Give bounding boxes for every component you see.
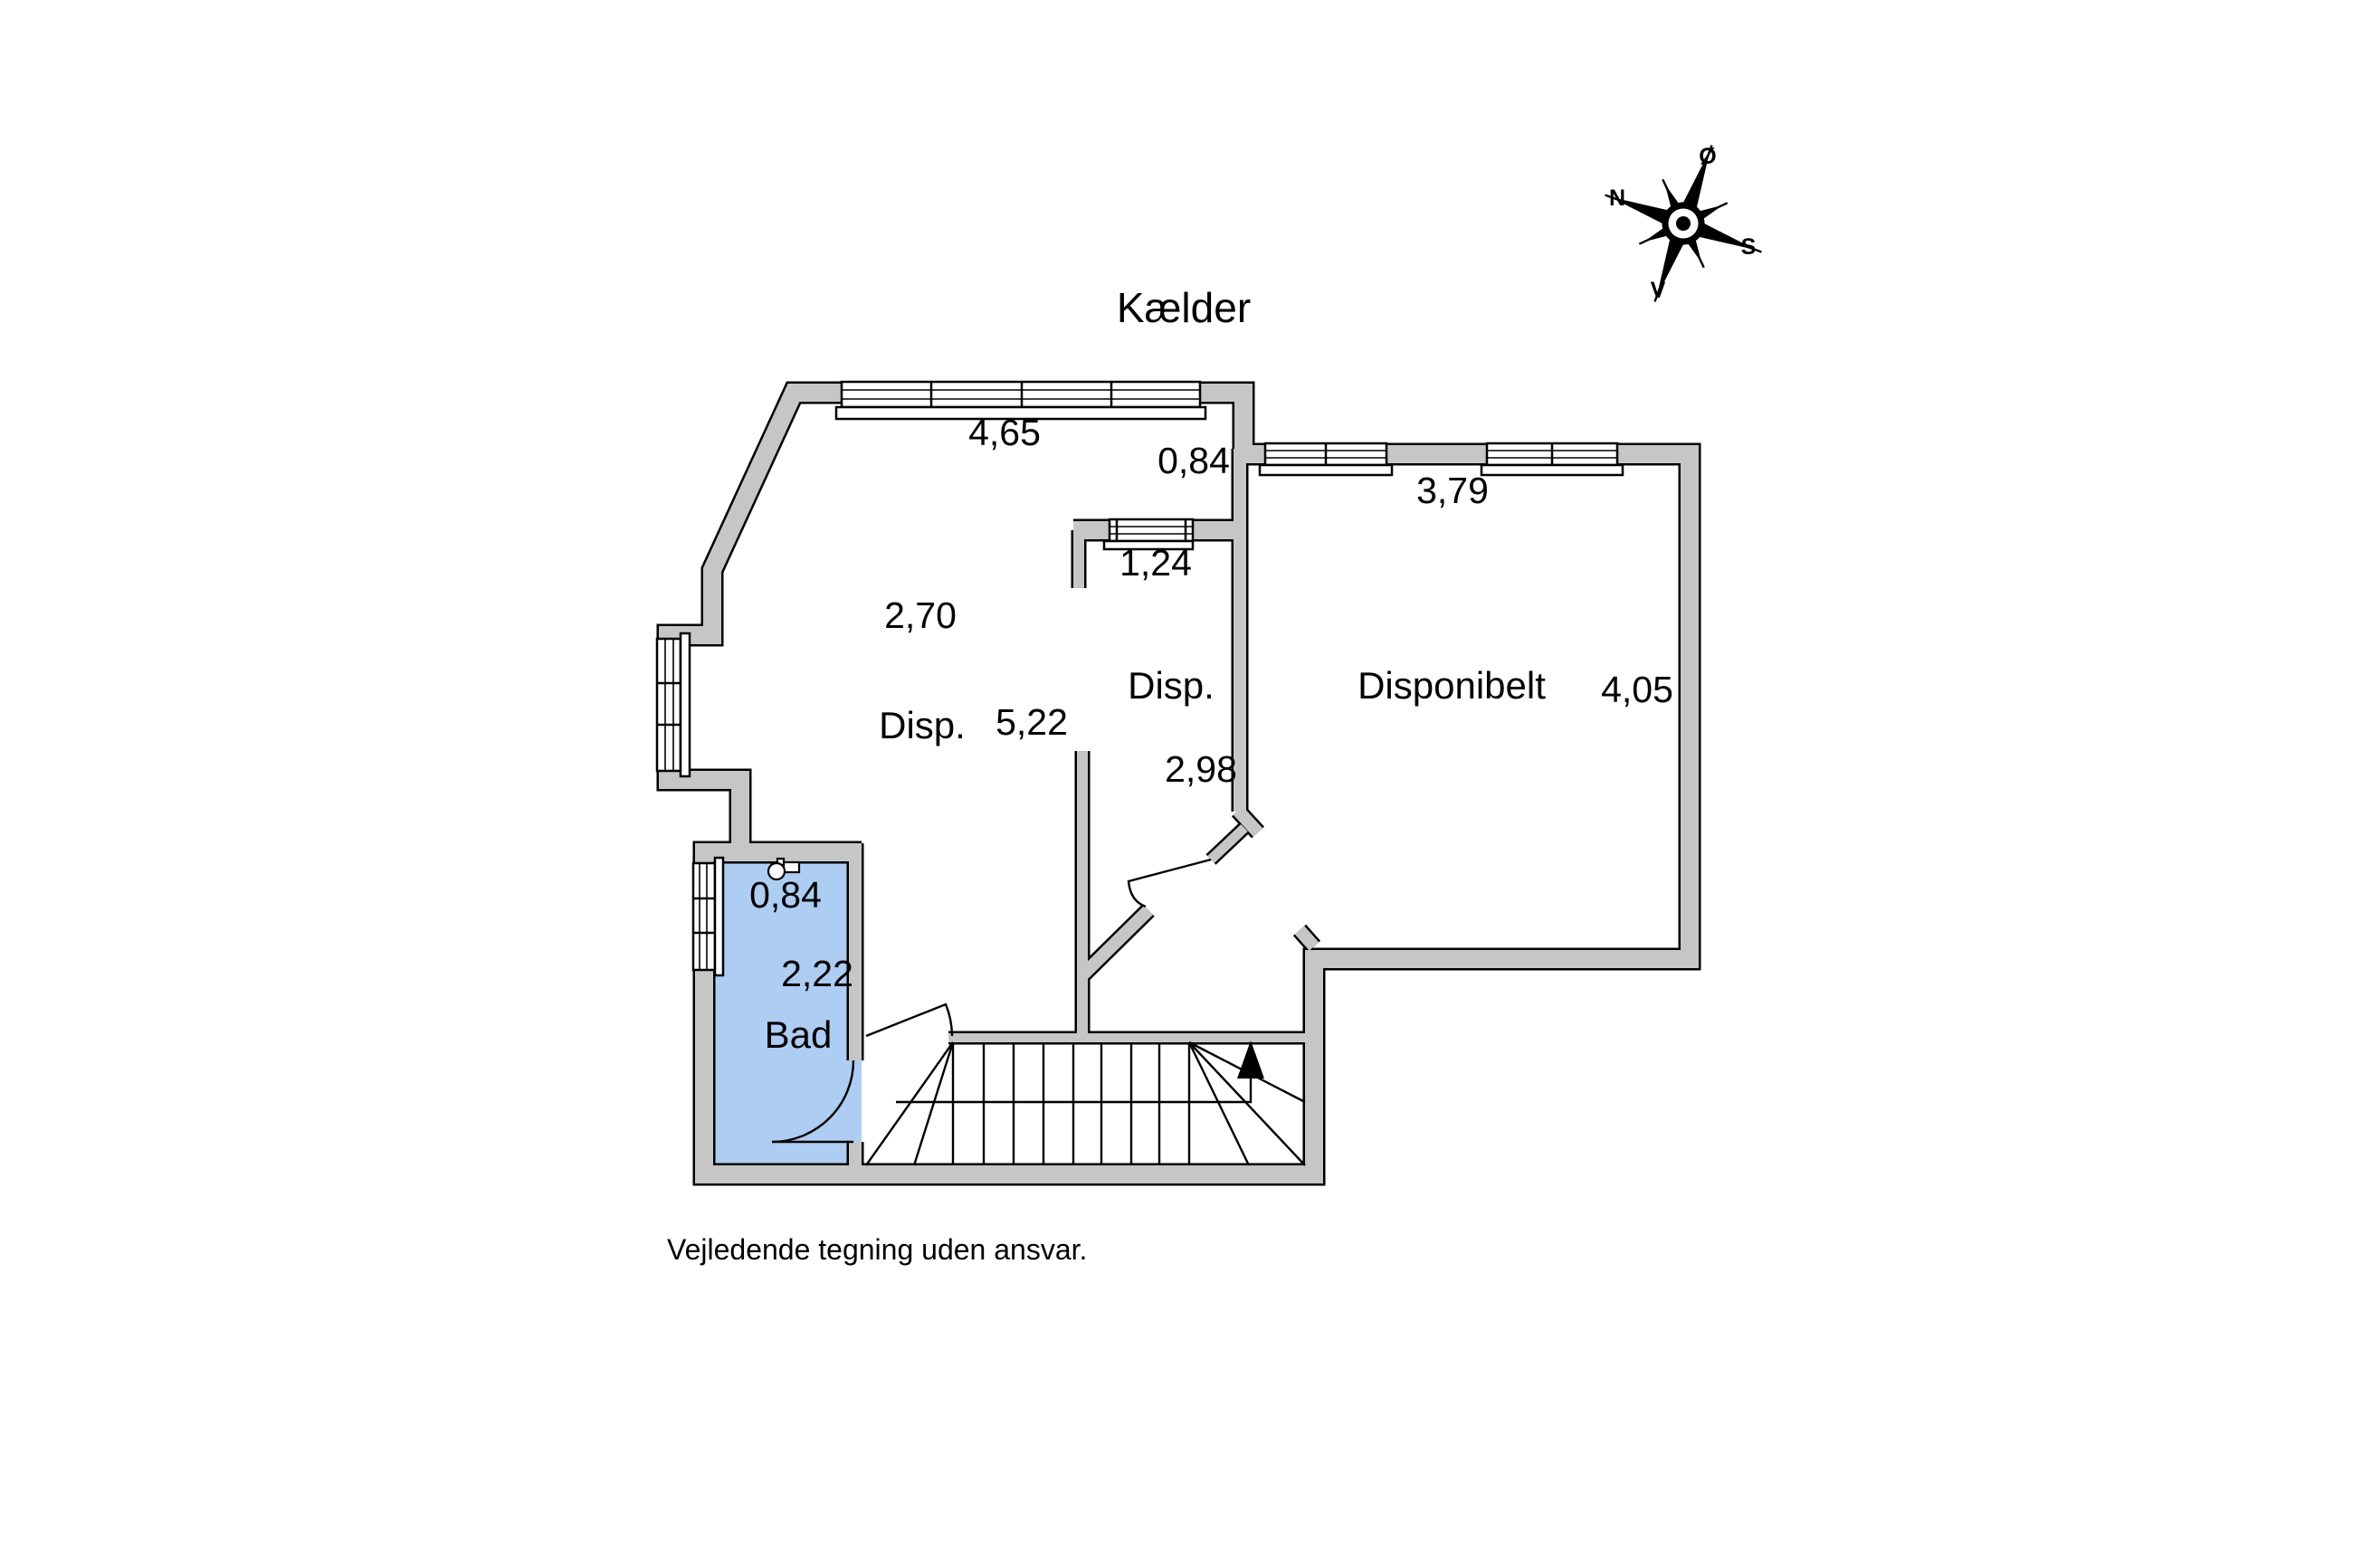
compass-icon: N Ø S V [1605, 144, 1762, 303]
bathroom-floor [713, 861, 862, 1165]
door-hall-swing [1127, 858, 1212, 908]
compass-south-label: S [1741, 234, 1757, 260]
window-left-disp [655, 632, 691, 778]
stair-walk-line [896, 1079, 1253, 1104]
stair-direction [896, 1041, 1264, 1104]
room-label-disponibelt: Disponibelt [1358, 664, 1546, 707]
dim-opening-084: 0,84 [1157, 440, 1230, 481]
compass-north-label: N [1609, 185, 1625, 211]
door-bath [771, 1060, 855, 1144]
window-right-a [1258, 442, 1394, 477]
compass-east-label: Ø [1699, 144, 1716, 169]
dim-window-124: 1,24 [1119, 542, 1192, 584]
dim-window-465: 4,65 [968, 412, 1041, 453]
dim-alcove-270: 2,70 [884, 594, 957, 636]
stairs [865, 1041, 1306, 1166]
stair-up-arrow-icon [1237, 1041, 1264, 1079]
labels: Kælder 4,65 0,84 1,24 2,70 Disp. 5,22 Di… [667, 284, 1673, 1266]
door-main-room [865, 1003, 954, 1038]
disclaimer-text: Vejledende tegning uden ansvar. [667, 1233, 1087, 1266]
window-bath [691, 856, 725, 977]
window-right-b [1480, 442, 1624, 477]
window-interior-124 [1102, 518, 1195, 551]
window-top-465 [834, 380, 1207, 421]
plan-title: Kælder [1117, 284, 1251, 331]
room-label-bad: Bad [765, 1013, 833, 1056]
toilet-icon [767, 857, 801, 881]
dim-bath-222: 2,22 [781, 953, 853, 994]
room-label-disp-left: Disp. [879, 704, 966, 746]
dim-width-522: 5,22 [996, 701, 1068, 743]
dim-width-298: 2,98 [1165, 748, 1237, 790]
dim-window-379: 3,79 [1416, 470, 1489, 511]
dim-bath-084: 0,84 [749, 874, 822, 916]
compass-west-label: V [1651, 278, 1666, 303]
dim-depth-405: 4,05 [1601, 669, 1673, 710]
room-label-disp-mid: Disp. [1128, 664, 1215, 707]
